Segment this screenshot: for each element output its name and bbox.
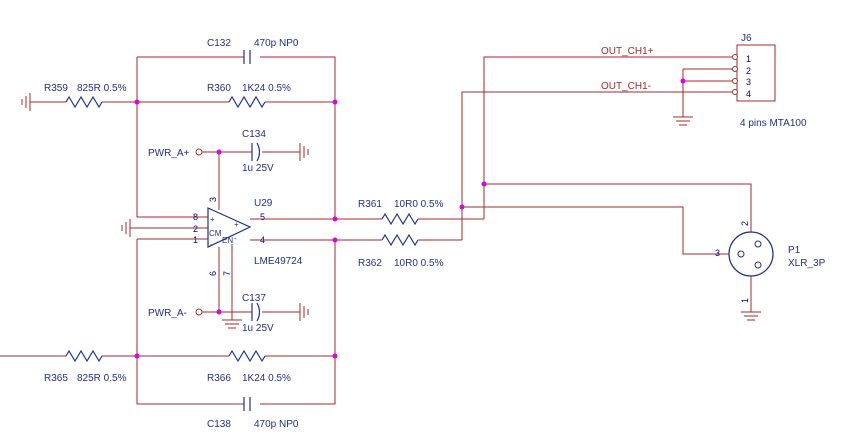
output-resistors: R361 10R0 0.5% R362 10R0 0.5% <box>335 199 484 269</box>
capacitor-c138 <box>243 397 251 411</box>
upper-feedback-network: C132 470p NP0 R359 825R 0.5% R360 1K24 0… <box>30 38 336 219</box>
c134-value: 1u 25V <box>242 163 274 174</box>
u29-cm-mark: CM <box>209 229 222 238</box>
u29-pin-7: 7 <box>222 271 232 276</box>
u29-pin-6: 6 <box>208 271 218 276</box>
j6-ref: J6 <box>741 33 752 44</box>
r359-ref: R359 <box>44 83 68 94</box>
u29-en-mark: EN <box>222 236 233 245</box>
u29-out-minus-mark: - <box>234 234 237 243</box>
r360-ref: R360 <box>207 83 231 94</box>
j6-pin-2: 2 <box>746 66 751 76</box>
j6-pin-3: 3 <box>746 77 751 87</box>
resistor-r361 <box>381 212 419 226</box>
c134-ref: C134 <box>242 129 266 140</box>
connector-j6: J6 1 2 3 4 4 pins MTA100 <box>732 33 807 129</box>
p1-ref: P1 <box>788 245 801 256</box>
c138-value: 470p NP0 <box>254 419 299 430</box>
out-ch1-plus-label: OUT_CH1+ <box>601 46 654 57</box>
ground-symbol-left-top <box>21 93 31 111</box>
r365-value: 825R 0.5% <box>77 373 127 384</box>
c138-ref: C138 <box>207 419 231 430</box>
u29-minus-mark: - <box>210 240 213 249</box>
r359-value: 825R 0.5% <box>77 83 127 94</box>
u29-pin-5: 5 <box>260 212 265 222</box>
u29-pin-2: 2 <box>193 224 198 234</box>
resistor-r359 <box>65 95 103 109</box>
resistor-r362 <box>381 233 419 247</box>
u29-pin-3: 3 <box>208 197 218 202</box>
lower-feedback-network: R365 825R 0.5% R366 1K24 0.5% C138 470p … <box>0 239 336 430</box>
capacitor-c134 <box>251 142 261 162</box>
junction-dots <box>134 78 686 359</box>
out-ch1-minus-label: OUT_CH1- <box>601 81 651 92</box>
p1-pin-3: 3 <box>715 248 720 258</box>
r362-value: 10R0 0.5% <box>394 258 444 269</box>
pwr-a-minus-port <box>195 308 203 316</box>
capacitor-c132 <box>243 50 251 64</box>
capacitor-c137 <box>251 302 261 322</box>
pwr-a-plus-port <box>195 148 203 156</box>
j6-value: 4 pins MTA100 <box>740 118 807 129</box>
connector-p1-xlr: 2 3 1 P1 XLR_3P <box>715 221 826 321</box>
u29-ref: U29 <box>254 198 273 209</box>
ground-symbol-left-middle <box>121 219 131 237</box>
r366-value: 1K24 0.5% <box>242 373 291 384</box>
u29-out-plus-mark: + <box>234 220 239 229</box>
c132-ref: C132 <box>207 38 231 49</box>
r366-ref: R366 <box>207 373 231 384</box>
resistor-r360 <box>228 95 266 109</box>
r360-value: 1K24 0.5% <box>242 83 291 94</box>
p1-pin-2: 2 <box>740 221 750 226</box>
c137-ref: C137 <box>242 293 266 304</box>
j6-pin-1: 1 <box>746 54 751 64</box>
p1-value: XLR_3P <box>788 258 826 269</box>
p1-pin-1: 1 <box>740 298 750 303</box>
supply-plus-decoupling: PWR_A+ C134 1u 25V <box>148 129 309 210</box>
r365-ref: R365 <box>44 373 68 384</box>
u29-plus-mark: + <box>210 215 215 224</box>
r361-ref: R361 <box>358 199 382 210</box>
c132-value: 470p NP0 <box>254 38 299 49</box>
opamp-u29: + - CM EN + - U29 LME49724 3 8 2 1 5 4 6… <box>130 197 335 320</box>
pwr-a-plus-label: PWR_A+ <box>148 148 190 159</box>
u29-pin-8: 8 <box>193 212 198 222</box>
u29-value: LME49724 <box>254 256 303 267</box>
j6-pin-4: 4 <box>746 89 751 99</box>
supply-minus-decoupling: PWR_A- C137 1u 25V <box>148 293 309 334</box>
c137-value: 1u 25V <box>242 323 274 334</box>
r361-value: 10R0 0.5% <box>394 199 444 210</box>
u29-pin-1: 1 <box>193 235 198 245</box>
pwr-a-minus-label: PWR_A- <box>148 308 187 319</box>
resistor-r365 <box>65 349 103 363</box>
output-routing: OUT_CH1+ OUT_CH1- <box>461 46 752 255</box>
resistor-r366 <box>228 349 266 363</box>
r362-ref: R362 <box>358 258 382 269</box>
